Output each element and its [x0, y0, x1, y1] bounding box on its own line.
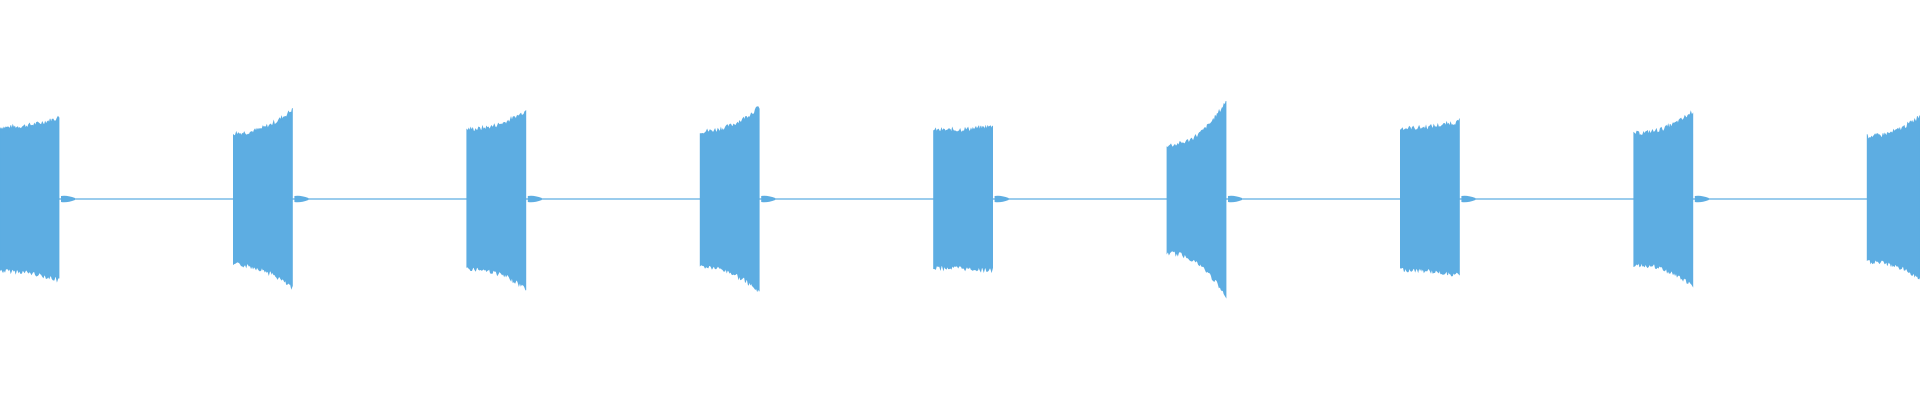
waveform-burst	[233, 108, 293, 290]
waveform-tail	[294, 195, 309, 203]
waveform-tail	[61, 195, 75, 203]
waveform-tail	[527, 195, 542, 203]
waveform-tail	[1461, 195, 1476, 203]
waveform-tail	[1694, 195, 1709, 203]
waveform-tail	[1228, 195, 1242, 203]
waveform-burst	[933, 124, 993, 274]
waveform-tail	[761, 195, 776, 203]
waveform-burst	[1633, 110, 1694, 288]
waveform-burst	[466, 109, 527, 291]
waveform-burst	[1866, 115, 1920, 280]
waveform-tail	[994, 195, 1009, 203]
waveform-burst	[0, 115, 60, 283]
waveform-burst	[1166, 100, 1227, 299]
waveform-burst	[1400, 117, 1460, 277]
waveform-bursts	[0, 100, 1920, 299]
waveform-burst	[699, 106, 760, 293]
